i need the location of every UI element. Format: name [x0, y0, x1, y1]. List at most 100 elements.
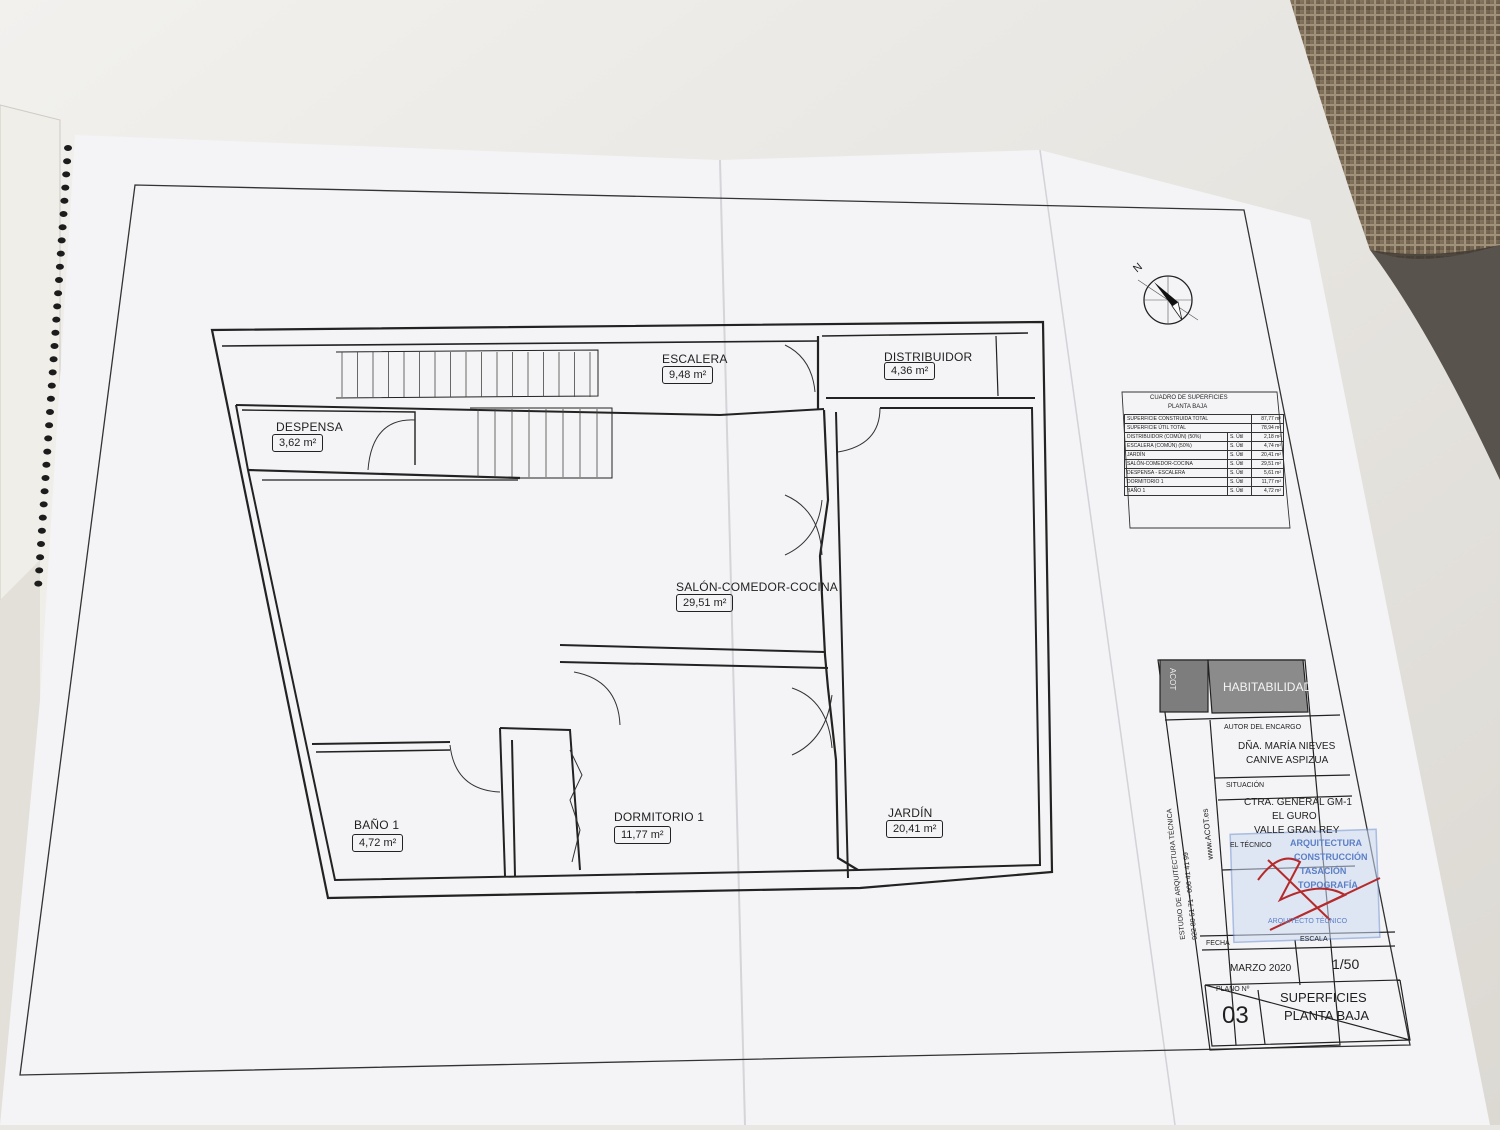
plan-title-line1: SUPERFICIES	[1280, 990, 1367, 1005]
stair-treads	[341, 352, 598, 477]
page-fold	[719, 159, 746, 1126]
situation-line1: CTRA. GENERAL GM-1	[1244, 797, 1352, 808]
surface-cell-label: ESCALERA (COMÚN) (50%)	[1124, 441, 1228, 451]
stamp-line3: TASACIÓN	[1300, 866, 1347, 876]
spiral-ring	[47, 382, 56, 389]
technician-stamp	[1229, 828, 1381, 944]
title-block	[1157, 659, 1411, 1051]
spiral-ring	[61, 184, 70, 191]
spiral-ring	[62, 171, 71, 178]
spiral-ring	[46, 395, 55, 402]
surface-cell-value: 20,41 m²	[1250, 450, 1285, 460]
spiral-ring	[37, 541, 45, 547]
spiral-ring	[39, 501, 48, 508]
technician-label: EL TÉCNICO	[1230, 842, 1272, 849]
date-label: FECHA	[1206, 940, 1230, 947]
spiral-ring	[36, 554, 45, 561]
project-type: HABITABILIDAD	[1223, 680, 1313, 694]
spiral-ring	[38, 514, 47, 521]
spiral-ring	[56, 250, 65, 257]
spiral-ring	[37, 527, 46, 534]
spiral-ring	[44, 435, 53, 442]
surface-total-label: SUPERFICIE ÚTIL TOTAL	[1124, 423, 1252, 433]
stamp-line5: ARQUITECTO TÉCNICO	[1268, 918, 1348, 925]
spiral-ring	[59, 211, 68, 217]
surface-cell-value: 29,51 m²	[1250, 459, 1285, 469]
spiral-ring	[54, 290, 63, 297]
stamp-line1: ARQUITECTURA	[1290, 838, 1362, 848]
spiral-ring	[55, 263, 64, 270]
surface-cell-label: DISTRIBUIDOR (COMÚN) (50%)	[1124, 432, 1228, 442]
area-bano: 4,72 m²	[352, 834, 404, 852]
surface-cell-type: S. Útil	[1226, 450, 1252, 460]
drawing-frame	[19, 184, 1411, 1076]
room-label-salon: SALÓN-COMEDOR-COCINA	[676, 580, 839, 594]
surface-cell-value: 5,61 m²	[1250, 468, 1285, 478]
area-despensa: 3,62 m²	[272, 434, 324, 452]
surface-cell-label: SALÓN-COMEDOR-COCINA	[1124, 459, 1228, 469]
surface-cell-type: S. Útil	[1226, 477, 1252, 487]
spiral-ring	[49, 356, 58, 363]
surface-table-title: CUADRO DE SUPERFICIES	[1150, 395, 1228, 401]
surface-cell-type: S. Útil	[1226, 441, 1252, 451]
stamp-line2: CONSTRUCCIÓN	[1294, 852, 1368, 862]
spiral-ring	[40, 488, 49, 495]
surface-cell-type: S. Útil	[1226, 432, 1252, 442]
room-label-bano: BAÑO 1	[354, 818, 400, 832]
spiral-ring	[52, 316, 61, 323]
area-distribuidor: 4,36 m²	[884, 362, 936, 380]
surface-cell-label: DORMITORIO 1	[1124, 477, 1228, 487]
situation-line2: EL GURO	[1272, 811, 1317, 822]
spiral-ring	[63, 158, 72, 165]
compass-rose	[1137, 275, 1199, 325]
surface-cell-type: S. Útil	[1226, 486, 1252, 496]
area-salon: 29,51 m²	[676, 594, 734, 612]
room-label-distribuidor: DISTRIBUIDOR	[884, 350, 973, 364]
spiral-ring	[42, 461, 51, 468]
wicker-basket	[1290, 0, 1500, 259]
spiral-ring	[64, 145, 72, 151]
situation-label: SITUACIÓN	[1226, 782, 1265, 789]
surface-total-value: 78,94 m²	[1250, 423, 1285, 433]
signature	[1257, 857, 1381, 931]
room-label-escalera: ESCALERA	[662, 352, 728, 366]
date-value: MARZO 2020	[1230, 963, 1292, 974]
author-label: AUTOR DEL ENCARGO	[1224, 724, 1302, 731]
area-jardin: 20,41 m²	[886, 820, 944, 838]
room-label-despensa: DESPENSA	[276, 420, 343, 434]
flap-edge	[1039, 149, 1176, 1126]
spiral-ring	[35, 567, 44, 574]
spiral-ring	[48, 369, 57, 376]
spiral-ring	[55, 277, 63, 283]
surface-total-label: SUPERFICIE CONSTRUIDA TOTAL	[1124, 414, 1252, 424]
surface-table-subtitle: PLANTA BAJA	[1168, 404, 1208, 410]
floor-corner	[1370, 245, 1500, 480]
spiral-ring	[34, 580, 43, 587]
spiral-ring	[50, 343, 59, 349]
spiral-binding	[34, 145, 72, 587]
area-escalera: 9,48 m²	[662, 366, 714, 384]
author-line1: DÑA. MARÍA NIEVES	[1238, 741, 1336, 752]
surface-cell-value: 4,72 m²	[1250, 486, 1285, 496]
spiral-ring	[43, 448, 52, 455]
surface-total-value: 87,77 m²	[1250, 414, 1285, 424]
spiral-ring	[58, 224, 67, 231]
surface-cell-label: BAÑO 1	[1124, 486, 1228, 496]
spiral-ring	[45, 422, 54, 429]
scale-label: ESCALA	[1300, 936, 1328, 943]
outer-wall	[210, 320, 1054, 900]
surface-cell-value: 11,77 m²	[1250, 477, 1285, 487]
plan-number: 03	[1222, 1002, 1249, 1029]
